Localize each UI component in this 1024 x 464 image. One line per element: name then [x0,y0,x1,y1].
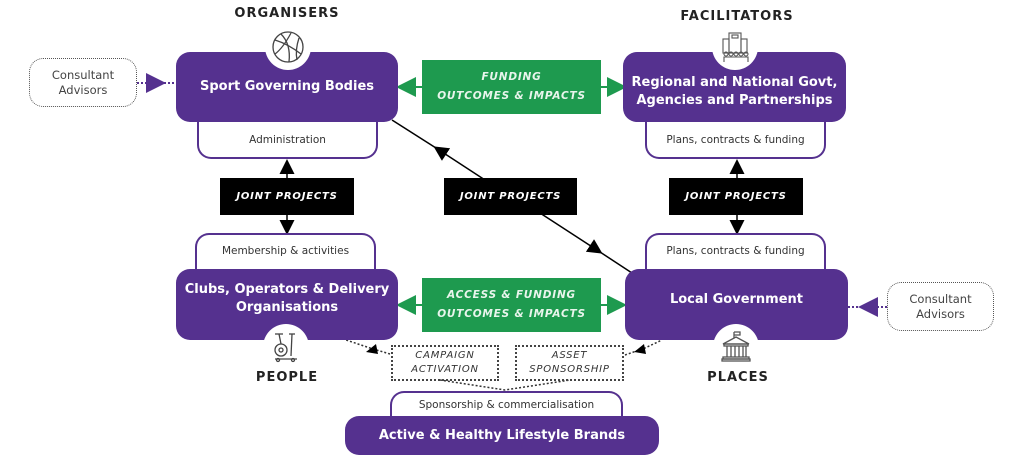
diagonal-line-upper [433,146,486,181]
building-people-icon [712,24,758,70]
heading-organisers: ORGANISERS [234,6,340,21]
asset-line2: SPONSORSHIP [529,364,610,375]
asset-line1: ASSET [551,350,588,361]
arrow-campaign-head [366,344,378,354]
tab-administration: Administration [197,118,378,159]
diagonal-line-upper-rest [391,119,437,149]
funding-line1: FUNDING [481,71,542,83]
government-building-icon [713,324,759,370]
node-local-government: Local Government [625,269,848,340]
access-line2: OUTCOMES & IMPACTS [437,308,586,320]
consultant-right-line2: Advisors [916,306,965,321]
node-active-healthy-lifestyle-brands: Active & Healthy Lifestyle Brands [345,416,659,455]
funding-line2: OUTCOMES & IMPACTS [437,90,586,102]
heading-places: PLACES [707,370,769,385]
basketball-icon [265,24,311,70]
brands-to-campaign-asset [439,379,571,391]
tab-plans-contracts-funding-top: Plans, contracts & funding [645,118,826,159]
campaign-line1: CAMPAIGN [415,350,475,361]
clubs-line1: Clubs, Operators & Delivery [184,281,390,297]
heading-facilitators: FACILITATORS [680,9,794,24]
campaign-activation: CAMPAIGN ACTIVATION [391,345,499,381]
tab-membership-activities: Membership & activities [195,233,376,275]
clubs-line2: Organisations [235,299,339,315]
joint-projects-center: JOINT PROJECTS [444,178,577,215]
consultant-right-line1: Consultant [909,291,972,306]
regional-govt-line2: Agencies and Partnerships [636,93,833,108]
campaign-line2: ACTIVATION [411,364,479,375]
consultant-advisors-left: Consultant Advisors [29,58,137,107]
asset-sponsorship: ASSET SPONSORSHIP [515,345,624,381]
consultant-advisors-right: Consultant Advisors [887,282,994,331]
joint-projects-left: JOINT PROJECTS [220,178,354,215]
exercise-bike-icon [263,324,309,370]
diagonal-line-lower-rest [599,251,633,274]
consultant-left-line2: Advisors [58,82,108,97]
arrow-asset-head [634,344,646,354]
joint-projects-right: JOINT PROJECTS [669,178,803,215]
consultant-left-line1: Consultant [51,67,115,82]
arrow-campaign [345,339,391,355]
funding-outcomes-impacts: FUNDING OUTCOMES & IMPACTS [422,60,601,114]
access-funding-outcomes-impacts: ACCESS & FUNDING OUTCOMES & IMPACTS [422,278,601,332]
diagonal-line-lower [539,212,603,254]
regional-govt-line1: Regional and National Govt, [631,75,838,90]
arrow-asset [624,339,663,356]
tab-plans-contracts-funding-bottom: Plans, contracts & funding [645,233,826,275]
access-line1: ACCESS & FUNDING [447,289,576,301]
heading-people: PEOPLE [255,370,319,385]
